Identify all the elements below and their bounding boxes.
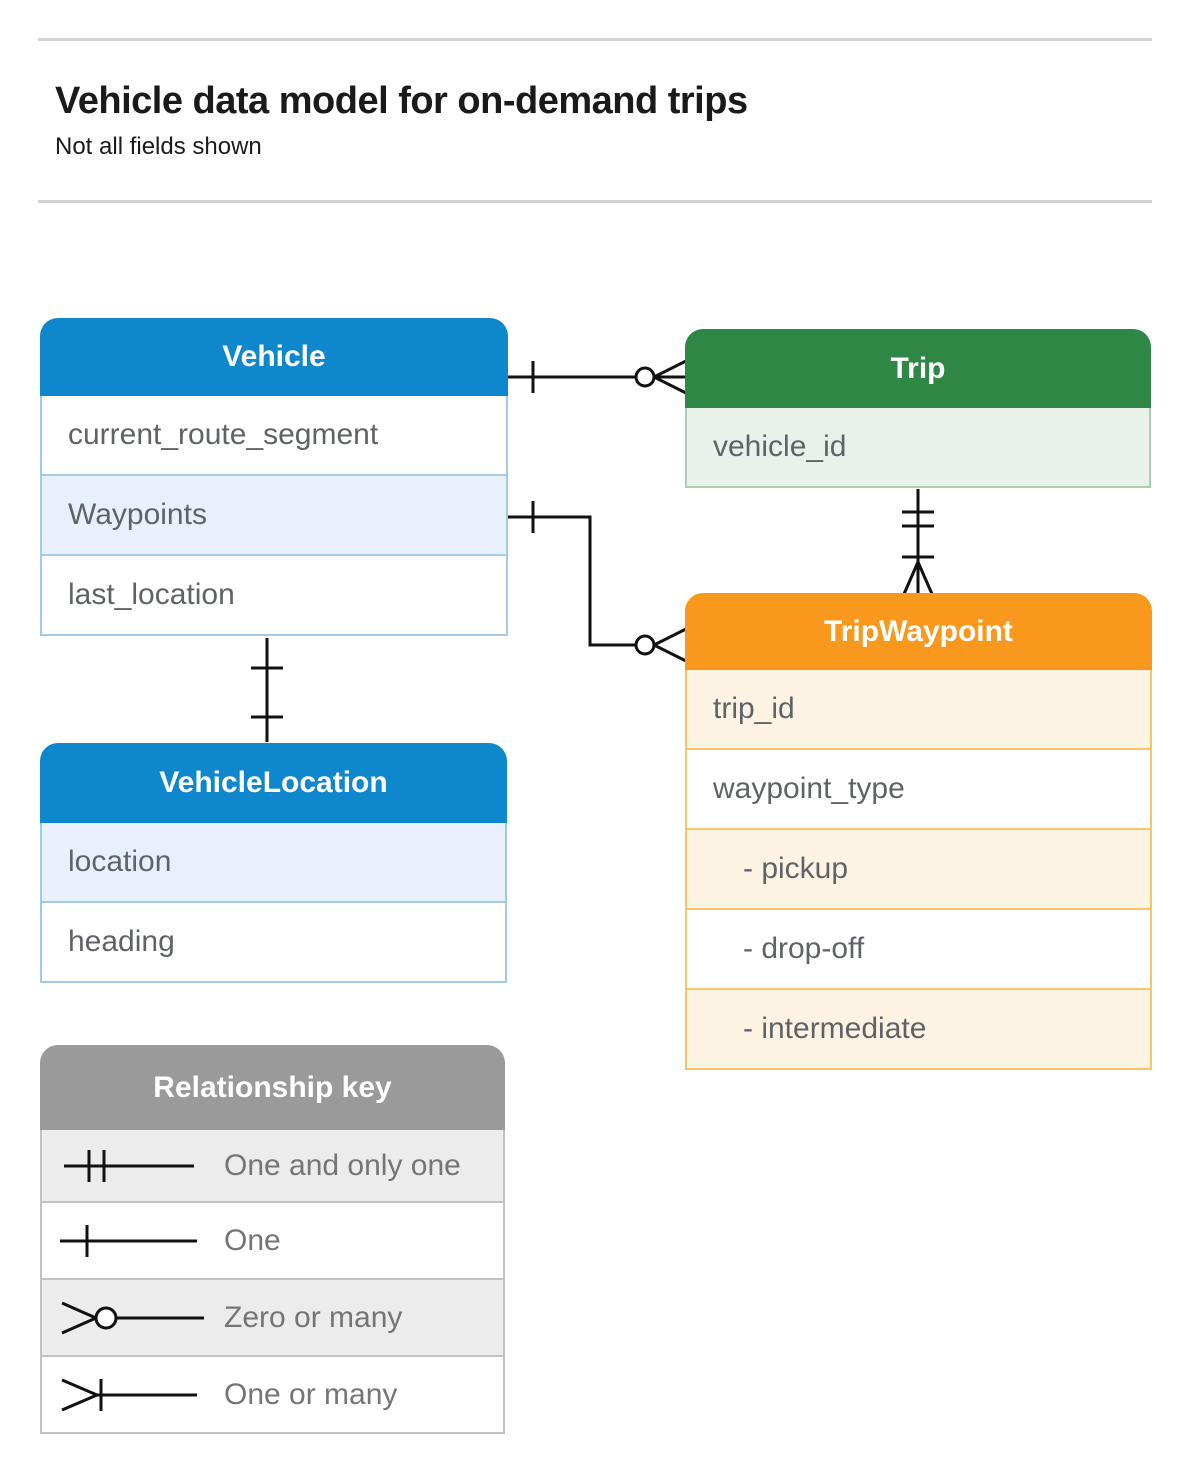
one-symbol (60, 1224, 197, 1257)
relationship-key-body: One and only one One Zero or many (40, 1130, 505, 1434)
field-waypoint-type-intermediate: - intermediate (687, 988, 1150, 1068)
entity-vehiclelocation: VehicleLocation location heading (40, 743, 507, 983)
field-last-location: last_location (42, 554, 506, 634)
legend-row-zero-or-many: Zero or many (42, 1278, 503, 1355)
entity-vehiclelocation-title: VehicleLocation (40, 743, 507, 823)
legend-label: One and only one (224, 1148, 461, 1182)
legend-row-one-or-many: One or many (42, 1355, 503, 1432)
legend-label: One (224, 1223, 281, 1257)
field-vehicle-id: vehicle_id (687, 408, 1149, 486)
connector-trip-tripwaypoint (902, 489, 934, 595)
field-waypoint-type-drop-off: - drop-off (687, 908, 1150, 988)
page-title: Vehicle data model for on-demand trips (55, 80, 748, 122)
legend-row-one: One (42, 1201, 503, 1278)
entity-trip-title: Trip (685, 329, 1151, 408)
relationship-key: Relationship key One and only one One (40, 1045, 505, 1434)
connector-vehicle-trip (508, 359, 687, 395)
legend-row-one-and-only-one: One and only one (42, 1130, 503, 1201)
entity-trip: Trip vehicle_id (685, 329, 1151, 488)
entity-vehicle: Vehicle current_route_segment Waypoints … (40, 318, 508, 636)
entity-trip-body: vehicle_id (685, 408, 1151, 488)
connector-vehicle-vehiclelocation (251, 638, 283, 742)
field-location: location (42, 823, 505, 901)
entity-tripwaypoint-title: TripWaypoint (685, 593, 1152, 670)
zero-or-many-symbol (61, 1301, 204, 1334)
header-divider (38, 200, 1152, 203)
page-subtitle: Not all fields shown (55, 133, 262, 160)
relationship-key-title: Relationship key (40, 1045, 505, 1130)
top-divider (38, 38, 1152, 41)
legend-label: One or many (224, 1377, 398, 1411)
field-waypoints: Waypoints (42, 474, 506, 554)
one-or-many-symbol (61, 1378, 197, 1411)
one-and-only-one-symbol (64, 1149, 194, 1182)
entity-tripwaypoint: TripWaypoint trip_id waypoint_type - pic… (685, 593, 1152, 1070)
entity-vehicle-body: current_route_segment Waypoints last_loc… (40, 396, 508, 636)
entity-tripwaypoint-body: trip_id waypoint_type - pickup - drop-of… (685, 670, 1152, 1070)
field-current-route-segment: current_route_segment (68, 418, 379, 451)
connector-waypoints-tripwaypoint (508, 501, 687, 663)
field-heading: heading (42, 901, 505, 981)
field-trip-id: trip_id (687, 670, 1150, 748)
field-waypoint-type-pickup: - pickup (687, 828, 1150, 908)
field-waypoint-type: waypoint_type (687, 748, 1150, 828)
entity-vehiclelocation-body: location heading (40, 823, 507, 983)
legend-label: Zero or many (224, 1300, 403, 1334)
entity-vehicle-title: Vehicle (40, 318, 508, 396)
